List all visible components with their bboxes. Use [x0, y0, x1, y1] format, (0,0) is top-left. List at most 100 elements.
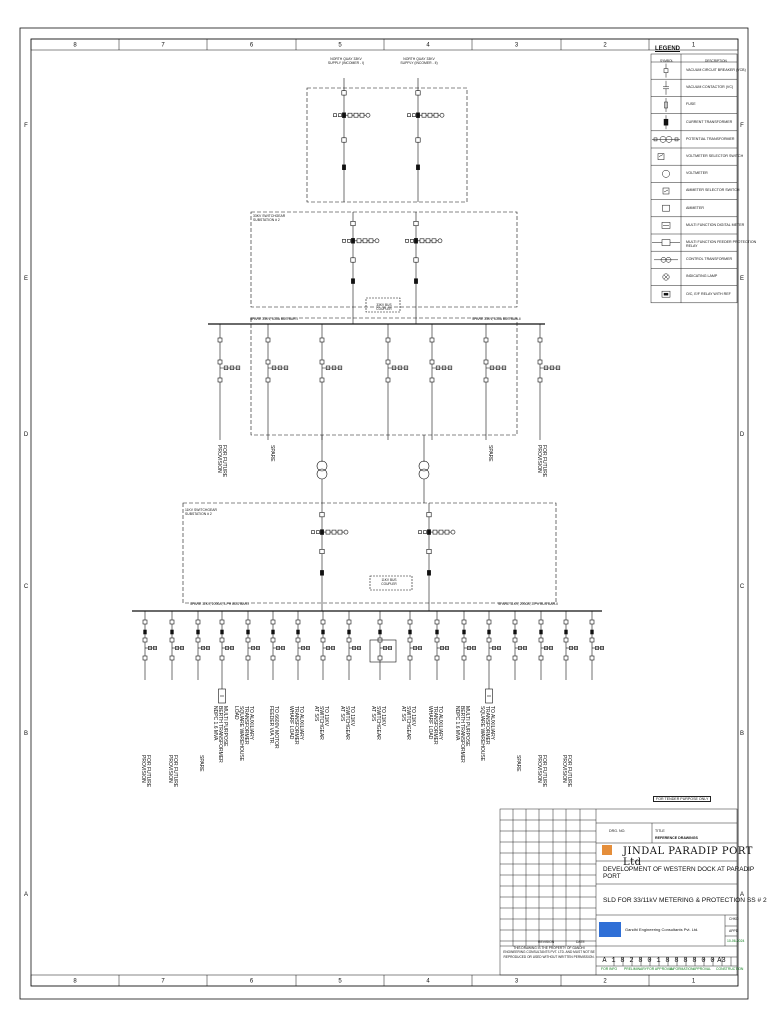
- power-transformer-icon: [316, 435, 328, 503]
- column-label: 3: [515, 43, 519, 49]
- date-column-header: DATE: [576, 940, 585, 944]
- column-label: 4: [426, 43, 430, 49]
- legend-desc-4: POTENTIAL TRANSFORMER: [686, 136, 735, 141]
- project-title: DEVELOPMENT OF WESTERN DOCK AT PARADIP P…: [603, 866, 755, 880]
- feeder-label: SPARE: [198, 755, 204, 772]
- stage-label: FOR INFO: [601, 967, 618, 971]
- column-label: 6: [250, 43, 254, 49]
- drawing-number-cell: 0: [701, 957, 706, 965]
- consultant-name: Gandhi Engineering Consultants Pvt. Ltd.: [625, 927, 699, 932]
- column-label: 7: [161, 43, 165, 49]
- legend-desc-12: INDICATING LAMP: [686, 274, 718, 279]
- legend-title: LEGEND: [655, 46, 681, 52]
- current-transformer-icon: [663, 115, 669, 130]
- motor-icon: [218, 680, 226, 704]
- outgoing-feeder-drop: [589, 611, 604, 680]
- incomer-1-feeder: [333, 78, 371, 202]
- feeder-label: TO 11KV SWITCHGEAR AT S/S: [400, 706, 416, 740]
- column-label: 8: [73, 979, 77, 985]
- column-label: 7: [161, 979, 165, 985]
- ammeter-switch-icon: [662, 187, 670, 195]
- row-label: E: [740, 276, 744, 282]
- row-label: A: [24, 892, 28, 898]
- legend-desc-8: AMMETER: [686, 205, 704, 210]
- row-label: F: [740, 123, 744, 129]
- column-label: 1: [692, 43, 696, 49]
- sheet-frame: [19, 27, 749, 1000]
- stage-label: FOR APPROVAL: [647, 967, 673, 971]
- feeder-label: TO 11KV SWITCHGEAR AT S/S: [370, 706, 386, 740]
- switchgear-11kv-label: 11KV SWITCHGEAR SUBSTATION # 2: [185, 508, 217, 516]
- single-line-diagram: [132, 78, 604, 704]
- switchgear-33kv-label: 33KV SWITCHGEAR SUBSTATION # 2: [253, 214, 286, 222]
- feeder-label: TO 11KV SWITCHGEAR AT S/S: [313, 706, 329, 740]
- bus-label-11kv-1: SPARE 11KV, 2000A, 3-PH BUS BAR-I: [190, 602, 250, 606]
- 33kv-incomer-1: [342, 212, 380, 308]
- voltmeter-icon: [662, 169, 670, 178]
- column-label: 6: [250, 979, 254, 985]
- 11kv-incomer-2: [418, 503, 456, 600]
- mid-feeder-drop: [483, 324, 507, 440]
- outgoing-feeder-drop: [434, 611, 449, 680]
- row-label: B: [24, 731, 28, 737]
- feeder-label: TO AUXILIARY TRANSFORMER SQUARE WAREHOUS…: [233, 706, 254, 762]
- legend-symbols: [652, 63, 680, 298]
- bus-label-33kv-1: SPARE 33KV, 630A BUS BAR-I: [250, 317, 298, 321]
- copyright-note: THIS DRAWING IS THE PROPERTY OF GANDHI E…: [503, 946, 595, 959]
- drawing-number-cell: 2: [629, 957, 634, 965]
- fuse-icon: [664, 98, 668, 112]
- 33kv-incomer-2: [405, 212, 443, 308]
- potential-transformer-icon: [652, 136, 680, 143]
- vacuum-contactor-icon: [663, 80, 669, 95]
- drawing-number-cell: A3: [717, 957, 726, 965]
- legend-symbol-header: SYMBOL: [660, 59, 674, 63]
- feeder-label: TO 6600V MOTOR FEEDER VIA TR.: [268, 706, 279, 749]
- column-label: 3: [515, 979, 519, 985]
- title-label: TITLE: [655, 829, 665, 833]
- outgoing-feeder-drop: [512, 611, 527, 680]
- ammeter-icon: [662, 204, 670, 212]
- outgoing-feeder-drop: [245, 611, 260, 680]
- feeder-label: SPARE: [515, 755, 521, 772]
- outgoing-feeder-drop: [142, 611, 157, 680]
- feeder-label: TO AUXILIARY TRANSFORMER SQUARE WAREHOUS…: [479, 706, 495, 762]
- column-label: 2: [603, 43, 607, 49]
- legend-desc-7: AMMETER SELECTOR SWITCH: [686, 188, 740, 193]
- outgoing-feeder-drop: [219, 611, 234, 680]
- multifunction-meter-icon: [661, 222, 671, 229]
- feeder-label: TO AUXILIARY TRANSFORMER WHARF LOAD: [288, 706, 304, 745]
- outgoing-feeder-drop: [486, 611, 501, 680]
- drawing-number-cell: 8: [683, 957, 688, 965]
- legend-desc-1: VACUUM CONTACTOR (VC): [686, 85, 734, 90]
- mid-feeder-label: SPARE: [487, 445, 493, 462]
- stage-label: INFORMATION: [670, 967, 694, 971]
- feeder-label: MULTI PURPOSE BERTH TRANSFORMER NDPC 1.6…: [212, 706, 228, 763]
- voltmeter-switch-icon: [657, 153, 665, 160]
- column-label: 5: [338, 43, 342, 49]
- mid-feeder-drop: [265, 324, 289, 440]
- supply-label-2: NORTH QUAY 33KV SUPPLY (INCOMER - II): [400, 57, 438, 65]
- legend-desc-9: MULTI FUNCTION DIGITAL METER: [686, 222, 745, 227]
- row-label: E: [24, 276, 28, 282]
- power-transformer-icon: [418, 435, 430, 503]
- drawing-number-cell: 8: [638, 957, 643, 965]
- client-logo: [602, 845, 612, 855]
- outgoing-feeder-drop: [538, 611, 553, 680]
- mid-feeder-label: FOR FUTURE PROVISION: [216, 445, 227, 478]
- date-value: 10-06-2024: [727, 939, 745, 943]
- drawing-number-cell: 1: [611, 957, 616, 965]
- outgoing-feeder-drop: [295, 611, 310, 680]
- column-label: 8: [73, 43, 77, 49]
- column-label: 5: [338, 979, 342, 985]
- legend-desc-10: MULTI FUNCTION FEEDER PROTECTION RELAY: [686, 240, 757, 248]
- feeder-label: TO 11KV SWITCHGEAR AT S/S: [339, 706, 355, 740]
- legend-desc-3: CURRENT TRANSFORMER: [686, 119, 733, 124]
- legend-desc-13: O/C, E/F RELAY WITH REF: [686, 291, 731, 296]
- outgoing-feeder-drop: [169, 611, 184, 680]
- drawing-number-cell: 8: [665, 957, 670, 965]
- row-label: C: [740, 584, 745, 590]
- feeder-label: FOR FUTURE PROVISION: [167, 755, 178, 788]
- outgoing-feeder-drop: [407, 611, 422, 680]
